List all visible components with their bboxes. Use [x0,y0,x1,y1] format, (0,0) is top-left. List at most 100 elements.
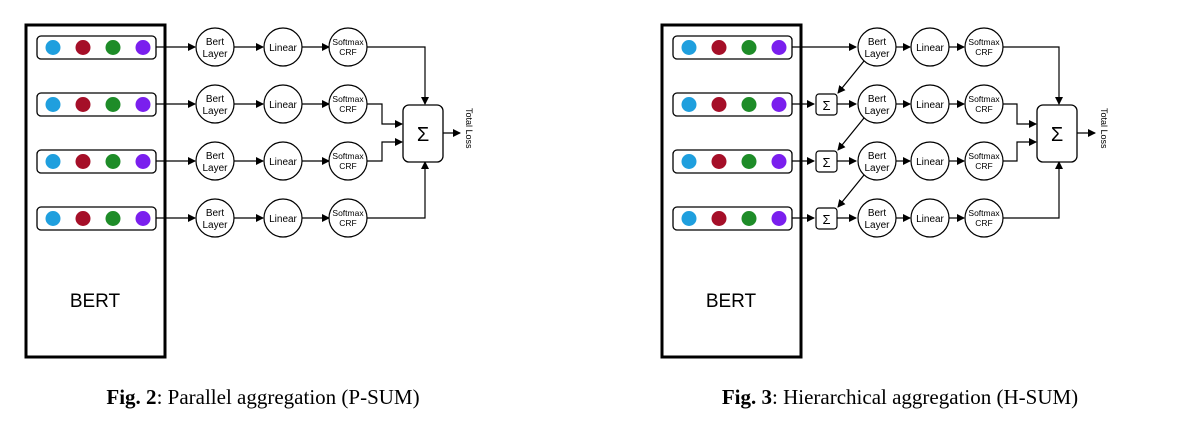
bert-block [24,23,167,359]
bert-layer-text: Layer [202,163,228,174]
total-loss-label: Total Loss [464,108,474,149]
bert-layer-text: Layer [202,220,228,231]
linear-text: Linear [269,157,297,168]
token-red [711,97,727,112]
bert-layer-text: Bert [206,208,225,219]
crf-text: CRF [975,47,992,57]
sum-symbol: Σ [417,124,429,146]
linear-text: Linear [269,43,297,54]
crf-text: CRF [975,161,992,171]
token-purple [135,154,151,169]
token-row [36,206,157,231]
token-green [741,97,757,112]
token-red [711,211,727,226]
total-loss-label: Total Loss [1099,108,1109,149]
token-purple [135,211,151,226]
sum-symbol: Σ [1051,124,1063,146]
token-green [105,40,121,55]
linear-text: Linear [916,157,944,168]
bert-layer-text: Bert [206,37,225,48]
softmax-text: Softmax [332,151,364,161]
token-red [711,154,727,169]
linear-text: Linear [916,100,944,111]
caption-prefix: Fig. 2 [106,385,156,409]
token-purple [771,211,787,226]
crf-text: CRF [975,218,992,228]
local-sum-symbol: Σ [822,155,830,170]
linear-text: Linear [916,214,944,225]
crf-text: CRF [339,161,356,171]
softmax-text: Softmax [968,208,1000,218]
token-blue [45,97,61,112]
softmax-text: Softmax [332,37,364,47]
bert-layer-text: Bert [868,37,887,48]
token-row [36,149,157,174]
figure-hsum: BERT [660,23,1109,409]
crf-text: CRF [339,104,356,114]
token-blue [681,40,697,55]
softmax-text: Softmax [332,208,364,218]
bert-layer-text: Bert [868,151,887,162]
token-row [672,206,793,231]
token-red [75,211,91,226]
bert-block [660,23,803,359]
crf-text: CRF [339,47,356,57]
caption-prefix: Fig. 3 [722,385,772,409]
token-purple [771,40,787,55]
caption-text: : Hierarchical aggregation (H-SUM) [772,385,1078,409]
token-row [672,92,793,117]
token-green [105,211,121,226]
token-purple [771,97,787,112]
bert-layer-text: Bert [206,94,225,105]
token-blue [681,154,697,169]
hierarchical-links [837,60,865,208]
token-red [75,40,91,55]
bert-layer-text: Bert [868,208,887,219]
bert-layer-text: Layer [864,49,890,60]
local-sum-symbol: Σ [822,212,830,227]
figure-psum: BERT [24,23,474,409]
token-red [75,154,91,169]
token-red [75,97,91,112]
token-purple [771,154,787,169]
linear-text: Linear [916,43,944,54]
bert-layer-text: Layer [202,49,228,60]
token-blue [45,211,61,226]
token-blue [681,97,697,112]
token-red [711,40,727,55]
softmax-text: Softmax [968,94,1000,104]
token-row [36,35,157,60]
token-green [741,154,757,169]
crf-text: CRF [975,104,992,114]
bert-layer-text: Layer [864,163,890,174]
softmax-text: Softmax [968,151,1000,161]
figure-caption: Fig. 2: Parallel aggregation (P-SUM) [106,385,419,409]
token-row [672,35,793,60]
bert-layer-text: Layer [202,106,228,117]
token-purple [135,97,151,112]
linear-text: Linear [269,214,297,225]
